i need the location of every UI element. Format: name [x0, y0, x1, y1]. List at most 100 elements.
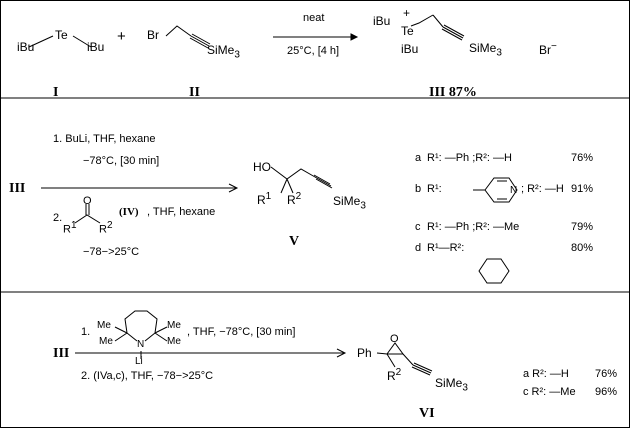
variant-c-yield: 79%: [571, 221, 594, 233]
variant-c-substituents: c R²: —Me: [523, 386, 576, 398]
arrow-condition-top: neat: [303, 12, 325, 24]
tms-group: SiMe3: [207, 44, 240, 60]
methyl-group: Me: [97, 320, 111, 331]
pyridyl-ring: [484, 177, 518, 203]
step1-line2: −78°C, [30 min]: [83, 155, 160, 167]
step2-temperature: −78−>25°C: [83, 246, 140, 258]
hydroxyl-group: HO: [253, 160, 271, 174]
tms-subscript: 3: [462, 382, 468, 394]
epoxide-substituents: [376, 352, 414, 368]
tms-group: SiMe3: [469, 42, 502, 58]
ketone-bonds: [74, 204, 101, 224]
epoxide-oxygen: O: [390, 333, 399, 345]
variant-d-substituents: R¹—R²:: [427, 242, 465, 254]
step1-conditions: , THF, −78°C, [30 min]: [187, 326, 296, 338]
triple-bond: [411, 362, 433, 376]
variant-a-yield: 76%: [595, 368, 618, 380]
variant-b-letter: b: [415, 183, 422, 195]
r-superscript: 2: [295, 191, 302, 202]
counterion-text: Br: [539, 43, 551, 57]
triple-bond: [441, 24, 465, 41]
br-atom: Br: [147, 28, 159, 42]
product-r2: R2: [387, 367, 402, 383]
ketone-oxygen: O: [83, 195, 92, 207]
ibu-right: iBu: [87, 40, 105, 54]
tms-text: SiMe: [207, 43, 235, 57]
variant-d-letter: d: [415, 242, 422, 254]
piperidine-nitrogen: N: [137, 339, 145, 350]
tms-text: SiMe: [435, 376, 463, 390]
reaction-arrowhead-1: [350, 33, 359, 41]
piperidine-ring: [124, 310, 158, 342]
te-atom: Te: [55, 28, 68, 42]
r-text: R: [287, 193, 296, 207]
cyclohexane-ring: [478, 258, 510, 284]
methyl-group: Me: [99, 336, 113, 347]
r-superscript: 2: [106, 220, 113, 231]
ketone-r1: R1: [63, 221, 77, 236]
variant-c-yield: 96%: [595, 386, 618, 398]
compound-label-vi: VI: [419, 406, 435, 421]
methyl-group: Me: [167, 320, 181, 331]
piperidine-substituents: [114, 326, 168, 359]
r-superscript: 2: [395, 367, 402, 378]
compound-label-i: I: [53, 85, 59, 100]
compound-label-v: V: [289, 234, 300, 249]
counterion-charge: −: [551, 41, 557, 52]
step1-line1: 1. BuLi, THF, hexane: [53, 133, 156, 145]
tms-text: SiMe: [469, 41, 497, 55]
r-text: R: [99, 223, 107, 236]
tms-group: SiMe3: [435, 377, 468, 393]
r-superscript: 1: [70, 220, 77, 231]
product-r1: R1: [257, 191, 272, 207]
te-cation: Te: [401, 24, 414, 38]
tms-subscript: 3: [234, 49, 240, 61]
compound-label-iii: III 87%: [429, 85, 477, 100]
variant-a-letter: a: [415, 152, 422, 164]
variant-a-yield: 76%: [571, 152, 594, 164]
plus-sign: +: [117, 28, 126, 45]
reagent-iv-label: (IV): [119, 206, 139, 218]
bond-line: [165, 25, 192, 37]
variant-a-substituents: R¹: —Ph ;R²: —H: [427, 152, 512, 164]
r-text: R: [257, 193, 266, 207]
variant-b-r1-prefix: R¹:: [427, 183, 442, 195]
tms-group: SiMe3: [333, 195, 366, 211]
tms-subscript: 3: [496, 47, 502, 59]
product-r2: R2: [287, 191, 302, 207]
ibu-top: iBu: [373, 14, 391, 28]
ibu-bottom: iBu: [401, 42, 419, 56]
arrow-condition-bottom: 25°C, [4 h]: [287, 45, 340, 57]
r-superscript: 1: [265, 191, 272, 202]
start-label-iii: III: [53, 346, 70, 361]
bond-line: [410, 14, 444, 28]
variant-b-r2: ; R²: —H: [521, 183, 564, 195]
tms-text: SiMe: [333, 194, 361, 208]
bond-line: [72, 35, 92, 48]
product-v-bonds: [270, 166, 333, 194]
lithium-atom: Li: [135, 356, 143, 367]
variant-c-substituents: R¹: —Ph ;R²: —Me: [427, 221, 520, 233]
variant-d-yield: 80%: [571, 242, 594, 254]
start-label-iii: III: [9, 181, 26, 196]
step1-number: 1.: [81, 326, 91, 338]
methyl-group: Me: [167, 336, 181, 347]
tms-subscript: 3: [360, 200, 366, 212]
variant-a-substituents: a R²: —H: [523, 368, 569, 380]
step2-solvent: , THF, hexane: [147, 206, 216, 218]
ketone-r2: R2: [99, 221, 113, 236]
pyridine-nitrogen: N: [510, 185, 518, 196]
step2-number: 2.: [53, 212, 63, 224]
reaction-arrowhead-2: [228, 183, 239, 193]
phenyl-group: Ph: [357, 346, 372, 360]
compound-label-ii: II: [189, 85, 200, 100]
ibu-left: iBu: [17, 40, 35, 54]
step2-conditions: 2. (IVa,c), THF, −78−>25°C: [81, 370, 214, 382]
r-text: R: [63, 223, 71, 236]
epoxide-ring: [386, 342, 404, 355]
bond-line: [28, 35, 54, 48]
positive-charge: +: [403, 6, 411, 20]
counterion: Br−: [539, 41, 557, 57]
